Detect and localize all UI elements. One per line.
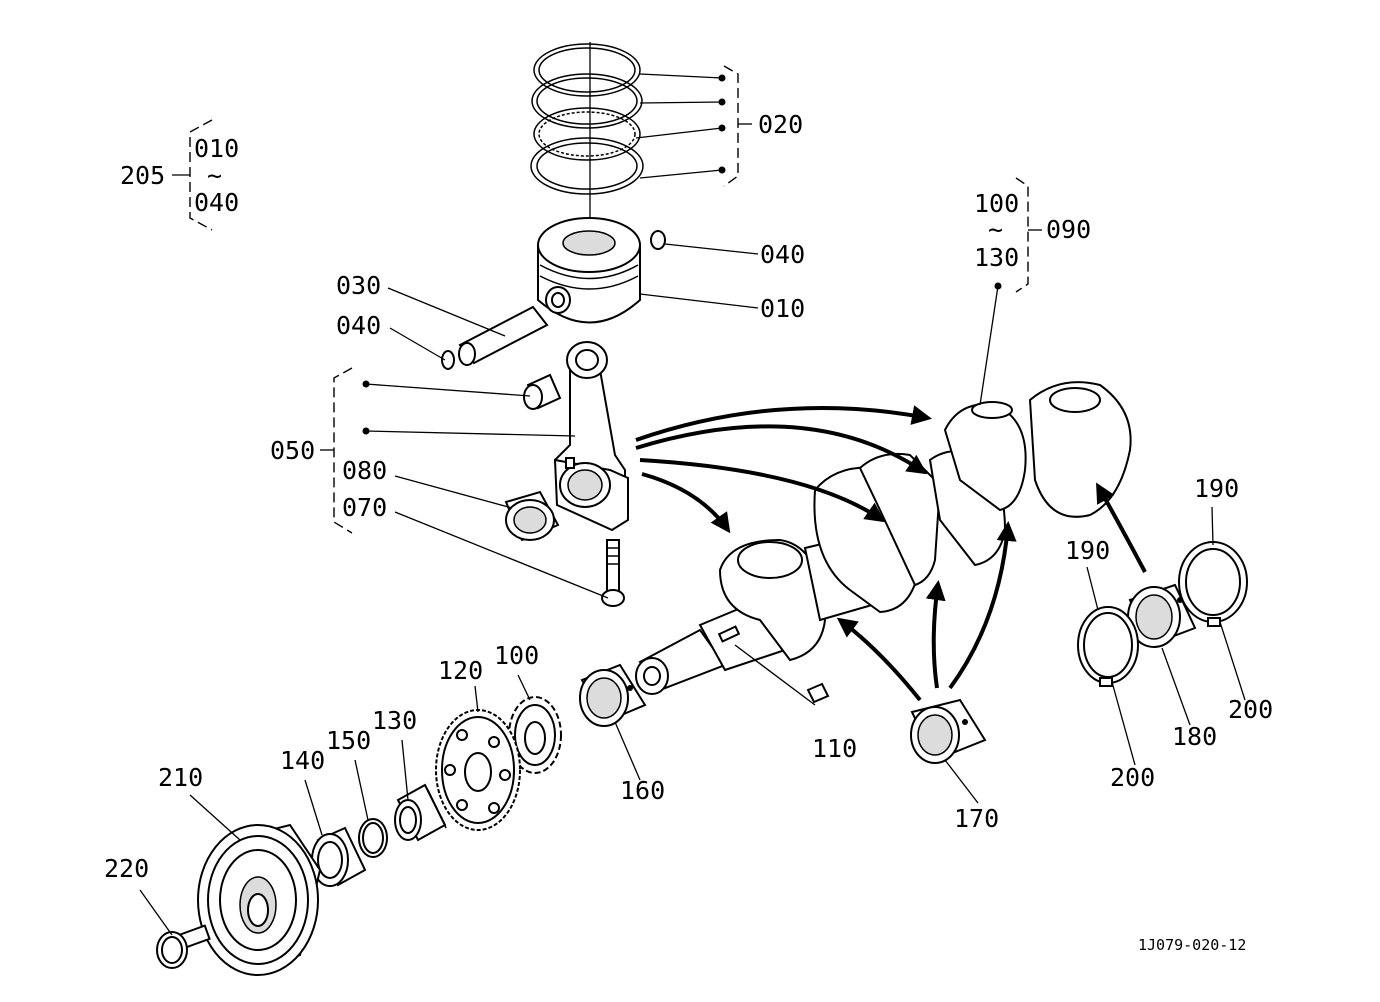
- label-100-group: 100: [974, 189, 1019, 218]
- crankshaft-pulley[interactable]: [197, 823, 322, 976]
- collar[interactable]: [394, 783, 447, 842]
- connecting-rod-bolt[interactable]: [601, 539, 625, 607]
- label-210: 210: [158, 763, 203, 792]
- label-080: 080: [342, 456, 387, 485]
- leader-110: [734, 644, 816, 706]
- oil-pump-drive-gear[interactable]: [435, 709, 521, 831]
- piston-pin-clip-left[interactable]: [441, 350, 455, 370]
- big-end-bearing[interactable]: [504, 490, 560, 542]
- label-150: 150: [326, 726, 371, 755]
- label-160: 160: [620, 776, 665, 805]
- part-labels: 205 010 ~ 040 020 040 010 030 040 050 08…: [104, 110, 1273, 954]
- label-040-top: 040: [760, 240, 805, 269]
- label-020: 020: [758, 110, 803, 139]
- label-170: 170: [954, 804, 999, 833]
- label-110: 110: [812, 734, 857, 763]
- label-030: 030: [336, 271, 381, 300]
- piston-rings[interactable]: [530, 42, 644, 230]
- label-100: 100: [494, 641, 539, 670]
- label-200-right: 200: [1228, 695, 1273, 724]
- connecting-rod[interactable]: [553, 341, 629, 532]
- label-120: 120: [438, 656, 483, 685]
- label-010: 010: [760, 294, 805, 323]
- front-bearing[interactable]: [579, 663, 647, 727]
- label-040-left: 040: [336, 311, 381, 340]
- assembly-arrows: [635, 405, 1147, 702]
- piston[interactable]: [537, 217, 641, 324]
- rod-leaders: [320, 367, 576, 534]
- label-tilde-b: ~: [988, 215, 1003, 244]
- label-200-left: 200: [1110, 763, 1155, 792]
- label-140: 140: [280, 746, 325, 775]
- label-130: 130: [372, 706, 417, 735]
- crank-gear[interactable]: [508, 696, 562, 774]
- drawing-code: 1J079-020-12: [1138, 936, 1246, 954]
- oil-seal[interactable]: [311, 826, 367, 887]
- label-190-right: 190: [1194, 474, 1239, 503]
- label-tilde-a: ~: [207, 161, 222, 190]
- label-090: 090: [1046, 215, 1091, 244]
- feather-key[interactable]: [806, 682, 830, 704]
- crank-group-leader: [979, 177, 1042, 406]
- label-190-left: 190: [1065, 536, 1110, 565]
- piston-pin[interactable]: [458, 305, 549, 366]
- thrust-washer-left[interactable]: [1077, 606, 1139, 687]
- label-205: 205: [120, 161, 165, 190]
- piston-pin-clip-right[interactable]: [650, 230, 666, 250]
- label-180: 180: [1172, 722, 1217, 751]
- thrust-bearing[interactable]: [1127, 583, 1197, 648]
- label-leaders: [139, 243, 1246, 936]
- label-070: 070: [342, 493, 387, 522]
- label-040-group: 040: [194, 188, 239, 217]
- pulley-bolt[interactable]: [156, 924, 211, 969]
- ring-leaders: [635, 65, 752, 187]
- label-220: 220: [104, 854, 149, 883]
- o-ring[interactable]: [358, 818, 388, 858]
- small-end-bushing[interactable]: [523, 373, 562, 410]
- group-205-bracket: [172, 119, 213, 231]
- label-010-group: 010: [194, 134, 239, 163]
- label-050: 050: [270, 436, 315, 465]
- main-bearing-center[interactable]: [910, 698, 987, 764]
- label-130-group: 130: [974, 243, 1019, 272]
